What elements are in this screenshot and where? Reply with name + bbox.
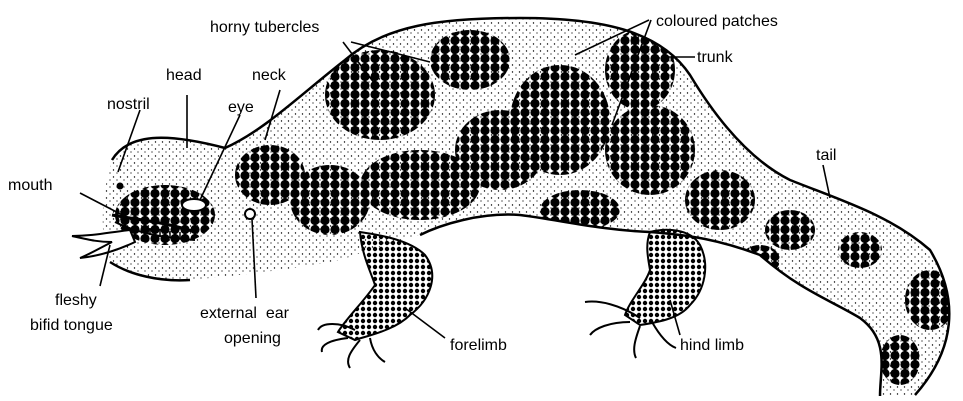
label-trunk: trunk xyxy=(697,49,734,66)
label-tail: tail xyxy=(816,147,836,164)
eye-shape xyxy=(182,199,206,211)
label-external-ear: external ear xyxy=(200,305,290,322)
label-hind-limb: hind limb xyxy=(680,337,744,354)
label-eye: eye xyxy=(228,99,254,116)
label-fleshy: fleshy xyxy=(55,292,97,309)
label-nostril: nostril xyxy=(107,96,150,113)
ear-opening-shape xyxy=(245,209,255,219)
label-head: head xyxy=(166,67,202,84)
label-forelimb: forelimb xyxy=(450,337,507,354)
label-bifid-tongue: bifid tongue xyxy=(30,317,113,334)
lizard-body xyxy=(90,10,963,396)
nostril-shape xyxy=(117,183,124,190)
label-horny-tubercles: horny tubercles xyxy=(210,19,319,36)
label-coloured-patches: coloured patches xyxy=(656,13,778,30)
label-neck: neck xyxy=(252,67,287,84)
label-mouth: mouth xyxy=(8,177,52,194)
label-opening: opening xyxy=(224,330,281,347)
